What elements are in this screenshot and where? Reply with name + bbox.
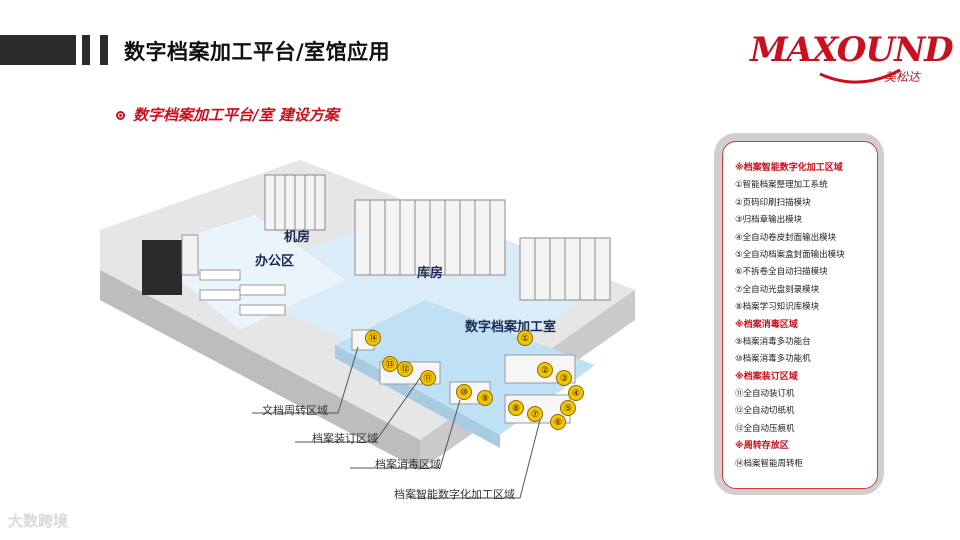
building-front-wall: [100, 270, 420, 470]
badge-10: ⑩: [456, 384, 472, 400]
badge-1: ①: [517, 330, 533, 346]
legend-item: ⑪全自动装订机: [735, 389, 795, 400]
badge-9: ⑨: [477, 390, 493, 406]
room-label-processing: 数字档案加工室: [465, 320, 557, 335]
badge-4: ④: [568, 385, 584, 401]
page-title: 数字档案加工平台/室馆应用: [124, 40, 391, 64]
dark-cabinet: [142, 240, 182, 295]
legend-item: ⑫全自动切纸机: [735, 406, 795, 417]
logo-subtext: 美松达: [883, 70, 920, 84]
legend-item: ③归档章输出模块: [735, 215, 803, 226]
badge-2: ②: [537, 362, 553, 378]
badge-11: ⑪: [420, 370, 436, 386]
legend-item: ⑩档案消毒多功能机: [735, 354, 811, 365]
badge-8: ⑧: [508, 400, 524, 416]
subtitle-text: 数字档案加工平台/室 建设方案: [133, 106, 339, 124]
legend-item: ⑥不拆卷全自动扫描模块: [735, 267, 828, 278]
header-bar-decoration: [82, 35, 90, 65]
logo-swoosh-icon: [819, 68, 901, 84]
room-label-office: 办公区: [255, 254, 295, 269]
logo-wordmark: MAXOUND: [750, 30, 954, 70]
badge-7: ⑦: [527, 406, 543, 422]
processing-room-wall: [335, 345, 500, 448]
badge-14: ⑭: [365, 330, 381, 346]
legend-section: ※档案装订区域: [735, 371, 798, 382]
bullet-circle-icon: [116, 111, 125, 120]
legend-item: ⑭档案智能周转柜: [735, 458, 804, 469]
legend-item: ②页码印刷扫描模块: [735, 197, 811, 208]
legend-item: ⑦全自动光盘刻录模块: [735, 284, 820, 295]
legend-item: ⑬全自动压痕机: [735, 423, 795, 434]
floor-plan-drawing: [100, 160, 635, 499]
office-desks: [199, 269, 286, 316]
legend-section: ※周转存放区: [735, 441, 789, 452]
machine-room-racks: [264, 174, 326, 231]
brand-logo: MAXOUND 美松达: [750, 30, 954, 88]
storage-shelves: [354, 199, 611, 301]
badge-3: ③: [556, 370, 572, 386]
watermark: 大数跨境: [8, 512, 69, 530]
callout-document-turnover: 文档周转区域: [262, 404, 328, 417]
white-cabinet: [181, 234, 199, 276]
badge-5: ⑤: [560, 400, 576, 416]
badge-12: ⑫: [397, 361, 413, 377]
callout-leader-lines: [252, 346, 541, 499]
floor-plan-diagram: 办公区 机房 库房 数字档案加工室 文档周转区域 档案装订区域 档案消毒区域 档…: [90, 130, 650, 530]
header-bar-decoration: [0, 35, 76, 65]
legend-section: ※档案消毒区域: [735, 319, 798, 330]
legend-item: ⑨档案消毒多功能台: [735, 336, 811, 347]
legend-section: ※档案智能数字化加工区域: [735, 163, 843, 173]
header-bar-decoration: [100, 35, 108, 65]
legend-item: ①智能档案整理加工系统: [735, 180, 828, 191]
legend-item: ⑧档案学习知识库模块: [735, 302, 820, 313]
legend-panel: ※档案智能数字化加工区域 ①智能档案整理加工系统 ②页码印刷扫描模块 ③归档章输…: [722, 141, 878, 489]
callout-binding-area: 档案装订区域: [312, 432, 378, 445]
room-label-machine-room: 机房: [284, 230, 311, 245]
badge-13: ⑬: [382, 356, 398, 372]
callout-disinfection-area: 档案消毒区域: [375, 458, 441, 471]
room-label-storage: 库房: [417, 266, 444, 281]
legend-item: ⑤全自动档案盒封面输出模块: [735, 249, 845, 260]
badge-6: ⑥: [550, 414, 566, 430]
legend-item: ④全自动卷皮封面输出模块: [735, 232, 837, 243]
callout-digitization-area: 档案智能数字化加工区域: [394, 488, 515, 501]
section-subtitle: 数字档案加工平台/室 建设方案: [116, 104, 339, 125]
